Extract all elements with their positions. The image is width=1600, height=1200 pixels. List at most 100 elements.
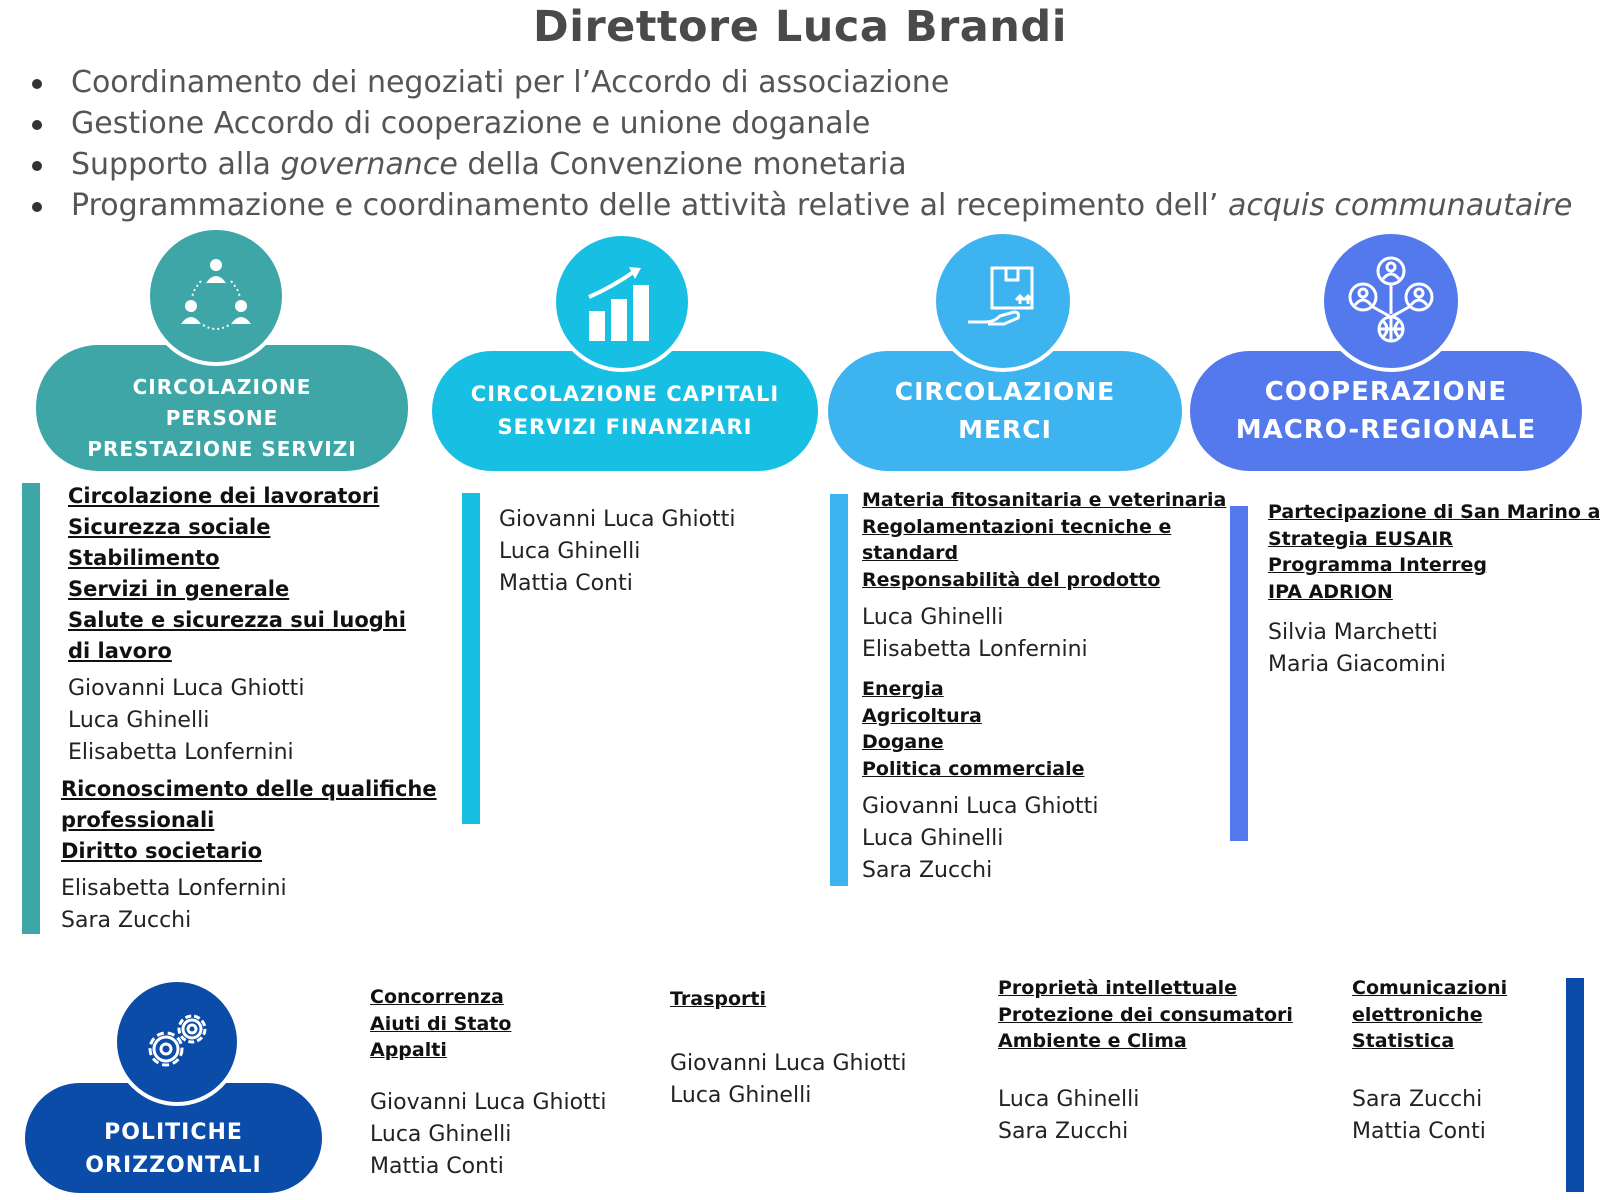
- staff-name: Mattia Conti: [499, 571, 633, 596]
- responsibilities-list: Coordinamento dei negoziati per l’Accord…: [28, 62, 1572, 226]
- unit-label-line: PRESTAZIONE SERVIZI: [87, 436, 357, 461]
- topic: Materia fitosanitaria e veterinaria: [862, 489, 1227, 511]
- topic-list: Trasporti: [670, 986, 906, 1013]
- topic: Comunicazioni: [1352, 977, 1508, 999]
- topic-list: Riconoscimento delle qualifiche professi…: [61, 774, 437, 867]
- staff-name: Luca Ghinelli: [499, 539, 641, 564]
- topic: Trasporti: [670, 988, 766, 1010]
- unit-label-line: POLITICHE: [104, 1120, 243, 1145]
- topic: Servizi in generale: [68, 577, 290, 601]
- topic: Dogane: [862, 731, 944, 753]
- unit-merci-block-1: Materia fitosanitaria e veterinaria Rego…: [862, 487, 1226, 666]
- staff-name: Luca Ghinelli: [998, 1086, 1140, 1112]
- unit-label-line: MERCI: [958, 415, 1052, 444]
- staff-name: Maria Giacomini: [1268, 652, 1446, 677]
- responsibility-emphasis: acquis communautaire: [1227, 188, 1573, 223]
- topic: Appalti: [370, 1039, 447, 1061]
- topic: elettroniche: [1352, 1003, 1483, 1026]
- responsibility-text: Gestione Accordo di cooperazione e union…: [71, 106, 871, 141]
- responsibility-item: Supporto alla governance della Convenzio…: [28, 144, 1572, 185]
- staff-list: Giovanni Luca Ghiotti Luca Ghinelli Sara…: [862, 791, 1098, 887]
- staff-name: Elisabetta Lonfernini: [862, 637, 1088, 662]
- unit-label-line: MACRO-REGIONALE: [1235, 415, 1537, 445]
- responsibility-item: Programmazione e coordinamento delle att…: [28, 185, 1572, 226]
- page-title: Direttore Luca Brandi: [533, 2, 1067, 52]
- topic-list: Energia Agricoltura Dogane Politica comm…: [862, 676, 1098, 782]
- unit-label-line: CIRCOLAZIONE: [894, 377, 1116, 406]
- topic: Programma Interreg: [1268, 554, 1487, 576]
- package-hand-icon: [932, 230, 1074, 372]
- unit-merci-bar: [830, 494, 848, 886]
- topic-list: Materia fitosanitaria e veterinaria Rego…: [862, 487, 1226, 593]
- unit-capitali-bar: [462, 493, 480, 824]
- unit-persone-servizi-block-1: Circolazione dei lavoratori Sicurezza so…: [68, 481, 406, 769]
- unit-label-line: ORIZZONTALI: [85, 1153, 262, 1178]
- topic: Stabilimento: [68, 546, 220, 570]
- topic: Riconoscimento delle qualifiche: [61, 777, 437, 801]
- responsibility-item: Gestione Accordo di cooperazione e union…: [28, 103, 1572, 144]
- staff-name: Elisabetta Lonfernini: [61, 876, 287, 901]
- topic: Proprietà intellettuale: [998, 977, 1238, 999]
- staff-name: Giovanni Luca Ghiotti: [499, 507, 736, 532]
- topic-list: Partecipazione di San Marino alla Strate…: [1268, 499, 1600, 605]
- staff-name: Giovanni Luca Ghiotti: [670, 1050, 907, 1076]
- staff-list: Giovanni Luca Ghiotti Luca Ghinelli Elis…: [68, 673, 406, 769]
- staff-name: Mattia Conti: [370, 1153, 504, 1179]
- unit-persone-servizi-bar: [22, 483, 40, 934]
- topic: Sicurezza sociale: [68, 515, 271, 539]
- staff-name: Mattia Conti: [1352, 1118, 1486, 1144]
- staff-list: Luca Ghinelli Elisabetta Lonfernini: [862, 602, 1226, 666]
- staff-name: Luca Ghinelli: [68, 708, 210, 733]
- responsibility-emphasis: governance: [280, 147, 458, 182]
- staff-name: Luca Ghinelli: [862, 826, 1004, 851]
- topic-list: Concorrenza Aiuti di Stato Appalti: [370, 984, 606, 1064]
- responsibility-text: Supporto alla: [71, 147, 281, 182]
- staff-name: Giovanni Luca Ghiotti: [862, 794, 1099, 819]
- topic: Ambiente e Clima: [998, 1030, 1187, 1052]
- people-network-icon: [146, 226, 286, 366]
- responsibility-text: Programmazione e coordinamento delle att…: [71, 188, 1228, 223]
- global-network-icon: [1320, 230, 1462, 372]
- staff-name: Sara Zucchi: [998, 1118, 1129, 1144]
- staff-list: Giovanni Luca Ghiotti Luca Ghinelli Matt…: [499, 504, 735, 600]
- topic: Agricoltura: [862, 704, 982, 727]
- unit-persone-servizi-header: CIRCOLAZIONE PERSONE PRESTAZIONE SERVIZI: [36, 345, 408, 471]
- staff-list: Silvia Marchetti Maria Giacomini: [1268, 617, 1600, 681]
- staff-list: Elisabetta Lonfernini Sara Zucchi: [61, 873, 437, 937]
- staff-list: Luca Ghinelli Sara Zucchi: [998, 1084, 1293, 1148]
- topic: Regolamentazioni tecniche e: [862, 515, 1172, 538]
- unit-label-line: SERVIZI FINANZIARI: [497, 415, 753, 439]
- topic: Partecipazione di San Marino alla: [1268, 501, 1600, 523]
- staff-name: Luca Ghinelli: [862, 605, 1004, 630]
- topic: IPA ADRION: [1268, 580, 1393, 603]
- staff-list: Giovanni Luca Ghiotti Luca Ghinelli Matt…: [370, 1087, 606, 1183]
- topic: Politica commerciale: [862, 757, 1085, 780]
- responsibility-text: della Convenzione monetaria: [457, 147, 907, 182]
- topic-list: Proprietà intellettuale Protezione dei c…: [998, 975, 1293, 1055]
- topic: Energia: [862, 678, 944, 700]
- topic: Protezione dei consumatori: [998, 1003, 1293, 1026]
- unit-label-line: COOPERAZIONE: [1264, 377, 1508, 407]
- topic-list: Circolazione dei lavoratori Sicurezza so…: [68, 481, 406, 667]
- unit-merci-block-2: Energia Agricoltura Dogane Politica comm…: [862, 676, 1098, 887]
- topic: Salute e sicurezza sui luoghi: [68, 608, 406, 632]
- topic: di lavoro: [68, 639, 172, 663]
- staff-name: Elisabetta Lonfernini: [68, 740, 294, 765]
- topic: Statistica: [1352, 1030, 1455, 1052]
- topic: Concorrenza: [370, 986, 504, 1008]
- unit-label-line: CIRCOLAZIONE: [132, 374, 312, 399]
- topic: standard: [862, 542, 959, 564]
- unit-capitali-block-1: Giovanni Luca Ghiotti Luca Ghinelli Matt…: [499, 504, 735, 600]
- staff-name: Luca Ghinelli: [370, 1121, 512, 1147]
- topic: Circolazione dei lavoratori: [68, 484, 380, 508]
- topic-list: Comunicazioni elettroniche Statistica: [1352, 975, 1507, 1055]
- unit-persone-servizi-block-2: Riconoscimento delle qualifiche professi…: [61, 774, 437, 937]
- unit-merci-header: CIRCOLAZIONE MERCI: [828, 351, 1182, 471]
- horizontal-group-2: Trasporti Giovanni Luca Ghiotti Luca Ghi…: [670, 986, 906, 1112]
- responsibility-text: Coordinamento dei negoziati per l’Accord…: [71, 65, 950, 100]
- unit-label-line: PERSONE: [165, 405, 279, 430]
- staff-name: Giovanni Luca Ghiotti: [370, 1089, 607, 1115]
- topic: Aiuti di Stato: [370, 1012, 512, 1035]
- responsibility-item: Coordinamento dei negoziati per l’Accord…: [28, 62, 1572, 103]
- unit-macroregionale-bar: [1230, 506, 1248, 841]
